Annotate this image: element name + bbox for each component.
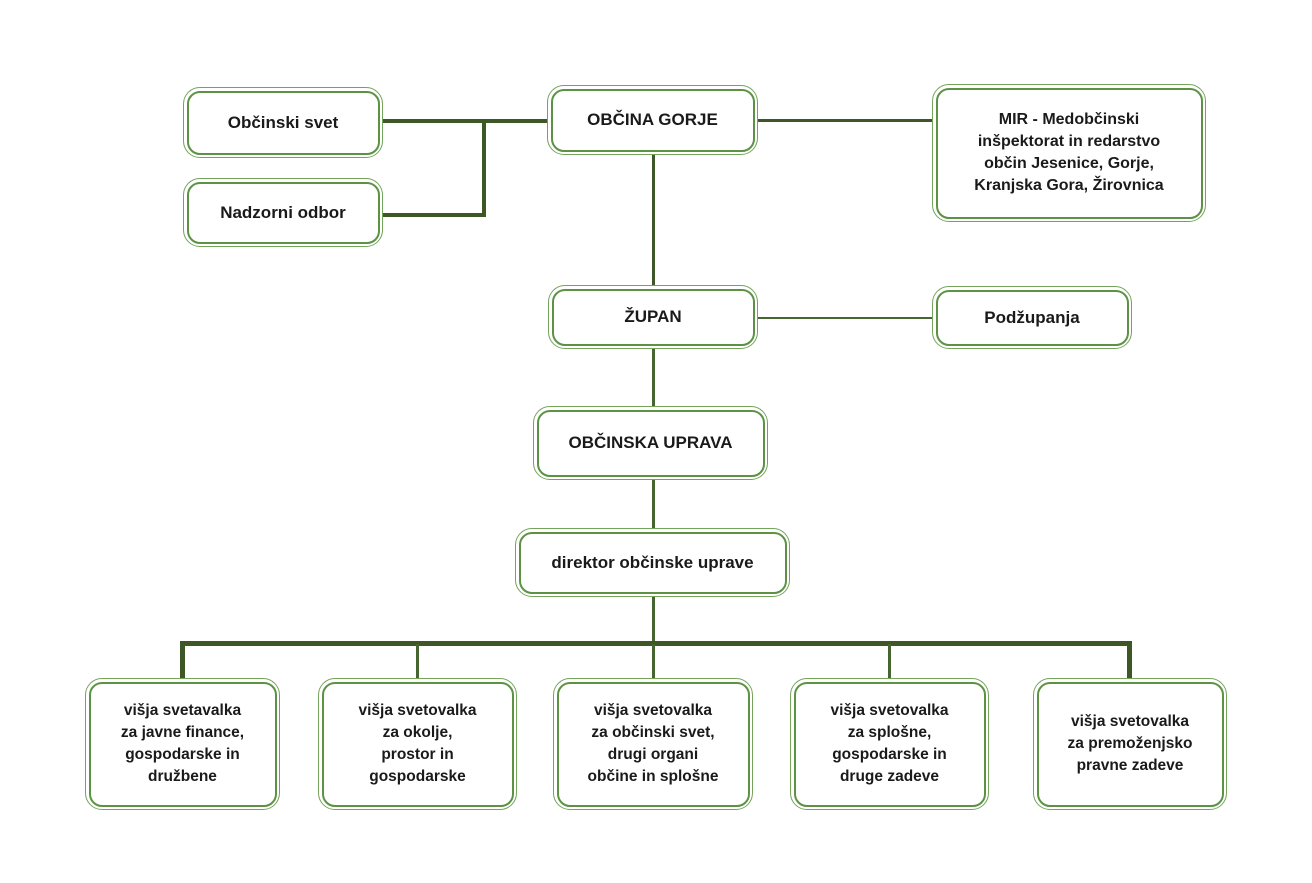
node-nadzorni-odbor-label: Nadzorni odbor bbox=[220, 202, 346, 222]
node-direktor: direktor občinske uprave bbox=[515, 528, 790, 597]
node-border: višja svetavalka za javne finance, gospo… bbox=[88, 681, 277, 807]
node-direktor-label: direktor občinske uprave bbox=[551, 552, 754, 572]
node-svetovalka-okolje-label: višja svetovalka za okolje, prostor in g… bbox=[358, 702, 477, 785]
node-border: višja svetovalka za okolje, prostor in g… bbox=[321, 681, 514, 807]
node-nadzorni-odbor: Nadzorni odbor bbox=[183, 178, 383, 247]
node-podzupanja-label: Podžupanja bbox=[984, 307, 1080, 327]
node-svetovalka-obcinski-svet-label: višja svetovalka za občinski svet, drugi… bbox=[587, 702, 719, 785]
connector-obcina-gorje-zupan bbox=[652, 154, 655, 286]
node-svetovalka-splosne: višja svetovalka za splošne, gospodarske… bbox=[790, 678, 989, 810]
node-border: Občinski svet bbox=[186, 90, 380, 155]
connector-drop-2 bbox=[416, 644, 419, 679]
node-obcinski-svet-label: Občinski svet bbox=[227, 112, 339, 132]
connector-obcina-gorje-mir bbox=[757, 119, 933, 122]
connector-nadzorni-odbor-junction bbox=[383, 213, 484, 217]
node-svetovalka-okolje: višja svetovalka za okolje, prostor in g… bbox=[318, 678, 517, 810]
node-svetovalka-splosne-label: višja svetovalka za splošne, gospodarske… bbox=[830, 702, 949, 785]
connector-drop-3 bbox=[652, 644, 655, 679]
connector-drop-4 bbox=[888, 644, 891, 679]
node-border: direktor občinske uprave bbox=[518, 531, 787, 594]
node-border: višja svetovalka za občinski svet, drugi… bbox=[556, 681, 750, 807]
connector-zupan-podzupanja bbox=[757, 317, 933, 319]
connector-direktor-trunk bbox=[652, 596, 655, 642]
node-zupan-label: ŽUPAN bbox=[624, 307, 682, 326]
node-border: OBČINA GORJE bbox=[550, 88, 755, 152]
node-obcinski-svet: Občinski svet bbox=[183, 87, 383, 158]
node-obcina-gorje-label: OBČINA GORJE bbox=[587, 110, 718, 129]
node-mir: MIR - Medobčinski inšpektorat in redarst… bbox=[932, 84, 1206, 222]
connector-junction-vertical bbox=[482, 119, 486, 217]
node-mir-label: MIR - Medobčinski inšpektorat in redarst… bbox=[974, 111, 1164, 194]
node-obcinska-uprava: OBČINSKA UPRAVA bbox=[533, 406, 768, 480]
node-border: ŽUPAN bbox=[551, 288, 755, 346]
connector-trunk-horizontal bbox=[180, 641, 1132, 646]
connector-drop-5 bbox=[1127, 641, 1132, 679]
connector-zupan-obcinska-uprava bbox=[652, 348, 655, 407]
node-border: višja svetovalka za premoženjsko pravne … bbox=[1036, 681, 1224, 807]
node-border: višja svetovalka za splošne, gospodarske… bbox=[793, 681, 986, 807]
node-border: Nadzorni odbor bbox=[186, 181, 380, 244]
node-border: Podžupanja bbox=[935, 289, 1129, 346]
node-border: MIR - Medobčinski inšpektorat in redarst… bbox=[935, 87, 1203, 219]
node-svetovalka-premozenjsko: višja svetovalka za premoženjsko pravne … bbox=[1033, 678, 1227, 810]
node-svetovalka-finance: višja svetavalka za javne finance, gospo… bbox=[85, 678, 280, 810]
node-svetovalka-finance-label: višja svetavalka za javne finance, gospo… bbox=[120, 702, 245, 785]
connector-drop-1 bbox=[180, 641, 185, 679]
node-podzupanja: Podžupanja bbox=[932, 286, 1132, 349]
node-zupan: ŽUPAN bbox=[548, 285, 758, 349]
node-obcina-gorje: OBČINA GORJE bbox=[547, 85, 758, 155]
node-svetovalka-premozenjsko-label: višja svetovalka za premoženjsko pravne … bbox=[1067, 713, 1193, 774]
node-svetovalka-obcinski-svet: višja svetovalka za občinski svet, drugi… bbox=[553, 678, 753, 810]
connector-obcinski-svet-obcina-gorje bbox=[383, 119, 548, 123]
node-obcinska-uprava-label: OBČINSKA UPRAVA bbox=[568, 433, 733, 452]
connector-obcinska-uprava-direktor bbox=[652, 479, 655, 529]
node-border: OBČINSKA UPRAVA bbox=[536, 409, 765, 477]
